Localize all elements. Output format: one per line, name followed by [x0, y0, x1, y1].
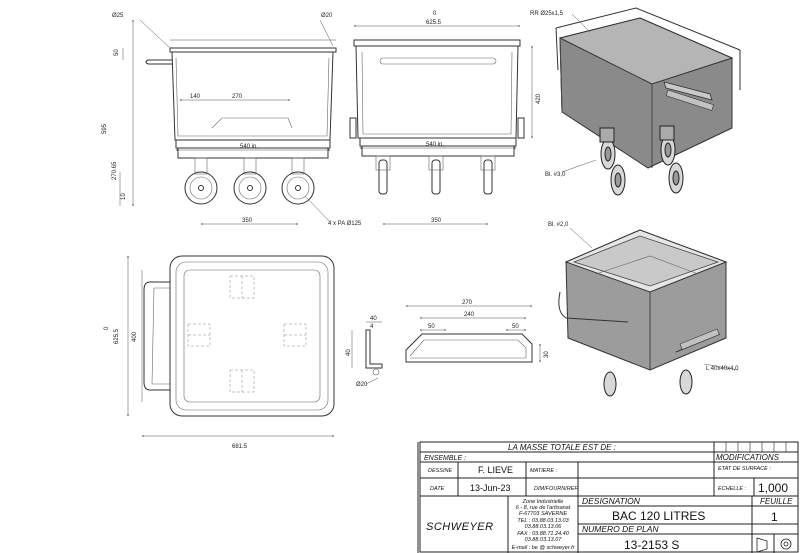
dim-diameter-20-top: Ø20 — [321, 13, 333, 19]
dim-width-140: 140 — [190, 94, 201, 100]
dim-height-40: 40 — [346, 349, 352, 356]
dim-width-350-right: 350 — [431, 218, 442, 224]
dim-height-10: 10 — [121, 193, 127, 200]
dim-height-625-5-side: 625.5 — [114, 328, 120, 344]
feuille-label: FEUILLE — [760, 497, 793, 506]
dim-height-400: 400 — [132, 331, 138, 342]
dim-width-40: 40 — [370, 316, 377, 322]
address-line-1: Zone Industrielle — [522, 499, 564, 505]
dim-width-270-detail: 270 — [462, 300, 473, 306]
plan-view: 0 625.5 400 681.5 — [104, 255, 335, 450]
isometric-view-bottom: RR Ø25x1,5 Bl. #3,0 — [530, 7, 741, 196]
etat-surface-label: ETAT DE SURFACE : — [718, 466, 771, 472]
projection-symbol-icon — [756, 537, 792, 553]
modifications-label: MODIFICATIONS — [716, 453, 780, 462]
designation-value: BAC 120 LITRES — [612, 509, 705, 523]
numero-label: NUMERO DE PLAN — [582, 524, 659, 534]
dim-bl-2: Bl. #2,0 — [548, 222, 569, 228]
detail-view: 40 4 40 Ø20 270 240 50 50 30 — [346, 300, 550, 388]
dim-width-270-top: 270 — [232, 94, 243, 100]
address-line-8: E-mail : be @ schweyer.fr — [512, 545, 576, 551]
company-address: Zone Industrielle 6 - 8, rue de l'artisa… — [512, 499, 576, 551]
dim-height-30: 30 — [544, 351, 550, 358]
masse-label: LA MASSE TOTALE EST DE : — [508, 443, 616, 452]
dim-height-420: 420 — [536, 93, 542, 104]
dim-width-540-left: 540 in. — [240, 144, 258, 150]
side-view: 0 625.5 420 540 in. 350 — [349, 11, 542, 225]
address-line-6: FAX : 03.88.71.24.40 — [517, 531, 570, 537]
dim-width-50-a: 50 — [428, 324, 435, 330]
echelle-value: 1,000 — [758, 481, 788, 495]
dim-width-625-5: 625.5 — [426, 20, 442, 26]
ensemble-label: ENSEMBLE : — [424, 455, 466, 462]
dim-zero-front: 0 — [433, 11, 437, 17]
dessine-value: F. LIEVE — [478, 465, 513, 475]
dim-diameter-20-detail: Ø20 — [356, 382, 368, 388]
matiere-label: MATIERE : — [530, 468, 558, 474]
address-line-4: TEL : 03.88.03.13.03 — [517, 518, 569, 524]
company-name: SCHWEYER — [426, 521, 494, 533]
dim-height-50: 50 — [114, 49, 120, 56]
dim-width-681-5: 681.5 — [232, 444, 248, 450]
dim-height-595: 595 — [102, 123, 108, 134]
designation-label: DESIGNATION — [582, 496, 641, 506]
isometric-view-top: Bl. #2,0 L 40x40x4,0 — [548, 222, 739, 397]
date-value: 13-Jun-23 — [470, 483, 511, 493]
dim-bl-3: Bl. #3,0 — [545, 172, 566, 178]
dimfourn-label: DIM/FOURN/REF — [534, 486, 578, 492]
dim-width-4: 4 — [370, 324, 374, 330]
address-line-5: 03.88.03.13.06 — [525, 524, 563, 530]
dim-width-350-left: 350 — [242, 218, 253, 224]
echelle-label: ECHELLE : — [718, 486, 747, 492]
dim-angle-profile: L 40x40x4,0 — [706, 366, 739, 372]
dim-diameter-25: Ø25 — [112, 13, 124, 19]
address-line-2: 6 - 8, rue de l'artisanat — [516, 505, 571, 511]
dim-rr-tube: RR Ø25x1,5 — [530, 11, 564, 17]
title-block: LA MASSE TOTALE EST DE : ENSEMBLE : MODI… — [417, 441, 799, 553]
dim-width-50-b: 50 — [512, 324, 519, 330]
date-label: DATE — [430, 486, 445, 492]
front-view: Ø25 Ø20 595 50 140 270 540 in. 270.65 10… — [102, 13, 362, 227]
dessine-label: DESSINE — [428, 468, 452, 474]
dim-width-240: 240 — [464, 312, 475, 318]
dim-zero-side: 0 — [104, 326, 110, 330]
address-line-7: 03.88.03.13.07 — [525, 537, 563, 543]
dim-wheels: 4 x PA Ø125 — [328, 221, 362, 227]
address-line-3: F-67703 SAVERNE — [519, 511, 567, 517]
numero-value: 13-2153 S — [624, 538, 679, 552]
feuille-value: 1 — [771, 510, 778, 524]
dim-height-270-65: 270.65 — [112, 161, 118, 180]
dim-width-540-right: 540 in. — [426, 142, 444, 148]
